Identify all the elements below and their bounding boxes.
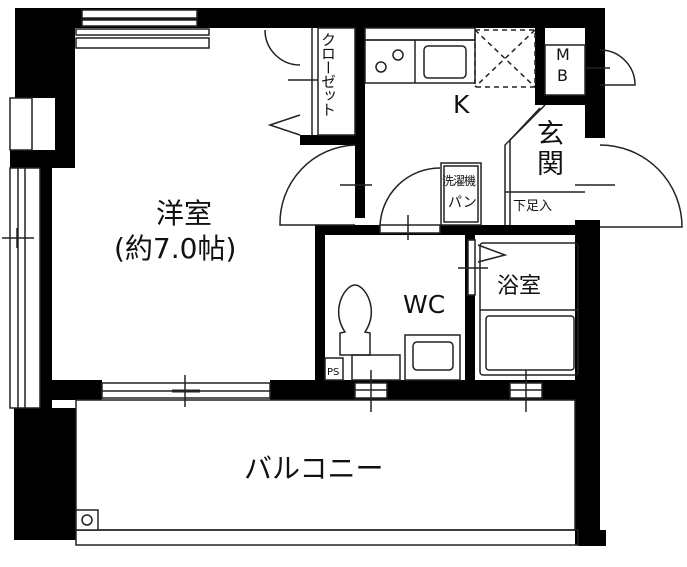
shoe-storage-label: 下足入 bbox=[513, 199, 553, 214]
closet-label: クローゼット bbox=[319, 32, 337, 116]
meter-box-label-b: B bbox=[557, 66, 568, 85]
windows bbox=[2, 9, 543, 412]
balcony bbox=[75, 399, 579, 546]
pipe-space-label: PS bbox=[327, 367, 340, 378]
kitchen-label: K bbox=[453, 90, 470, 119]
western-room-size: (約7.0帖) bbox=[114, 232, 237, 265]
doors bbox=[279, 49, 683, 296]
bath-fixtures bbox=[479, 242, 579, 376]
kitchen-fixtures bbox=[364, 27, 586, 96]
meter-box-label-m: M bbox=[556, 45, 570, 64]
balcony-label: バルコニー bbox=[244, 452, 384, 485]
entrance-fixtures bbox=[440, 104, 585, 226]
western-room-name: 洋室 bbox=[156, 197, 213, 230]
toilet-label: WC bbox=[403, 290, 446, 319]
walls bbox=[10, 8, 606, 546]
entrance-label: 玄関 bbox=[537, 119, 564, 180]
closet-fixtures bbox=[264, 27, 356, 136]
washer-pan-label-line1: 洗濯機 bbox=[442, 174, 476, 188]
wc-fixtures bbox=[324, 284, 461, 381]
bathroom-label: 浴室 bbox=[497, 274, 542, 299]
washer-pan-label-line2: パン bbox=[448, 195, 477, 211]
